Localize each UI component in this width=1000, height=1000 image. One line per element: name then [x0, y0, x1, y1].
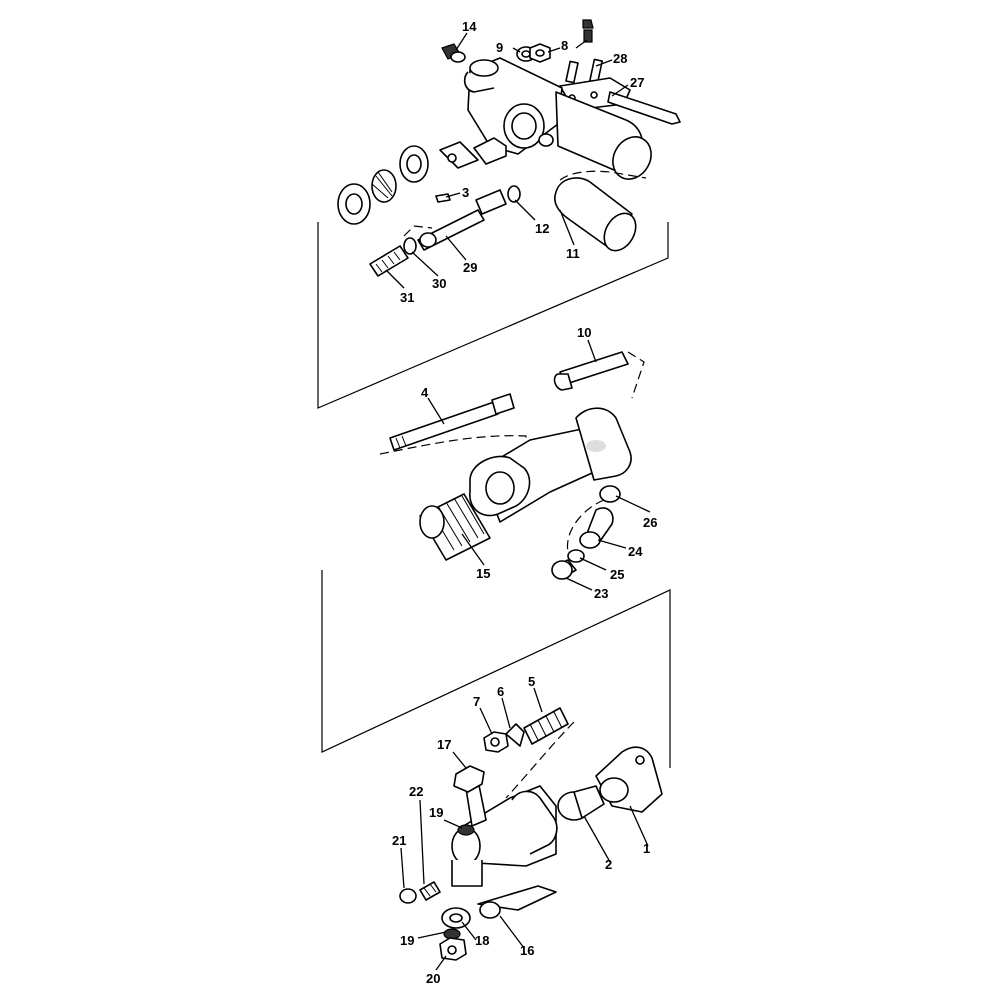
part-11-handle-grip	[554, 177, 637, 252]
part-1-front-head	[595, 746, 663, 813]
part-12-oring	[507, 185, 521, 203]
callout-23: 23	[594, 586, 608, 601]
part-25-gasket	[567, 549, 585, 563]
bolt-10-dashed-guide	[627, 351, 645, 399]
tie-rod-dashed-guide	[379, 435, 527, 459]
valve-spring	[371, 169, 397, 203]
callout-11: 11	[566, 246, 580, 261]
callout-labels: 14 9 8 28 27 3 12 11 29 30 31 10 4 26 24…	[392, 19, 657, 986]
middle-section-frame	[321, 570, 671, 768]
callout-8: 8	[561, 38, 568, 53]
handle-housing	[463, 57, 652, 180]
callout-9: 9	[496, 40, 503, 55]
part-2-bushing	[557, 785, 605, 821]
part-17-pin	[453, 765, 487, 827]
part-22-spring	[419, 881, 441, 901]
callout-29: 29	[463, 260, 477, 275]
end-cap-seal	[337, 183, 371, 225]
part-8-nut	[529, 43, 551, 63]
part-14-plug	[441, 43, 466, 63]
callout-4: 4	[421, 385, 429, 400]
callout-2: 2	[605, 857, 612, 872]
callout-20: 20	[426, 971, 440, 986]
callout-16: 16	[520, 943, 534, 958]
callout-6: 6	[497, 684, 504, 699]
part-5-spring	[523, 707, 569, 745]
callout-19-lower: 19	[400, 933, 414, 948]
leader-lines	[385, 32, 651, 971]
part-6-latch	[505, 723, 525, 747]
callout-31: 31	[400, 290, 414, 305]
spring-5-dashed-guide	[505, 721, 575, 799]
part-28-pins	[565, 58, 603, 84]
callout-14: 14	[462, 19, 477, 34]
valve-spring-seat	[399, 145, 429, 183]
callout-10: 10	[577, 325, 591, 340]
part-29-valve-rod	[417, 209, 485, 251]
callout-22: 22	[409, 784, 423, 799]
callout-3: 3	[462, 185, 469, 200]
cylinder-body	[469, 407, 632, 523]
hose-dashed-guide	[566, 499, 605, 553]
part-23-inlet-bushing	[551, 559, 577, 580]
part-4-tie-rod	[389, 393, 515, 451]
part-24-hose	[579, 507, 614, 549]
part-10-bolt	[553, 351, 629, 391]
upper-section-frame	[317, 222, 669, 409]
callout-5: 5	[528, 674, 535, 689]
part-26-fitting	[599, 485, 621, 503]
valve-bushing	[439, 141, 479, 169]
chuck-body	[451, 785, 558, 887]
callout-21: 21	[392, 833, 406, 848]
callout-25: 25	[610, 567, 624, 582]
part-20-nut	[439, 937, 467, 961]
grip-dashed-guide	[559, 170, 647, 181]
callout-7: 7	[473, 694, 480, 709]
callout-18: 18	[475, 933, 489, 948]
callout-27: 27	[630, 75, 644, 90]
part-3-small-pin	[435, 193, 451, 203]
callout-17: 17	[437, 737, 451, 752]
part-7-nut	[483, 731, 509, 753]
callout-12: 12	[535, 221, 549, 236]
part-19-washer-upper	[457, 824, 475, 836]
callout-26: 26	[643, 515, 657, 530]
part-31-screen	[369, 245, 409, 277]
valve-sleeve	[473, 137, 507, 215]
callout-15: 15	[476, 566, 490, 581]
part-30-ring	[403, 237, 417, 255]
callout-24: 24	[628, 544, 643, 559]
part-18-collar	[441, 907, 471, 929]
part-16-latch-lever	[477, 885, 557, 919]
callout-28: 28	[613, 51, 627, 66]
callout-30: 30	[432, 276, 446, 291]
callout-19-upper: 19	[429, 805, 443, 820]
part-13-screw	[582, 19, 594, 43]
part-15-muffler-bellows	[419, 493, 491, 561]
part-21-plunger	[399, 888, 417, 904]
rod-dashed-guide	[403, 225, 433, 237]
callout-1: 1	[643, 841, 650, 856]
